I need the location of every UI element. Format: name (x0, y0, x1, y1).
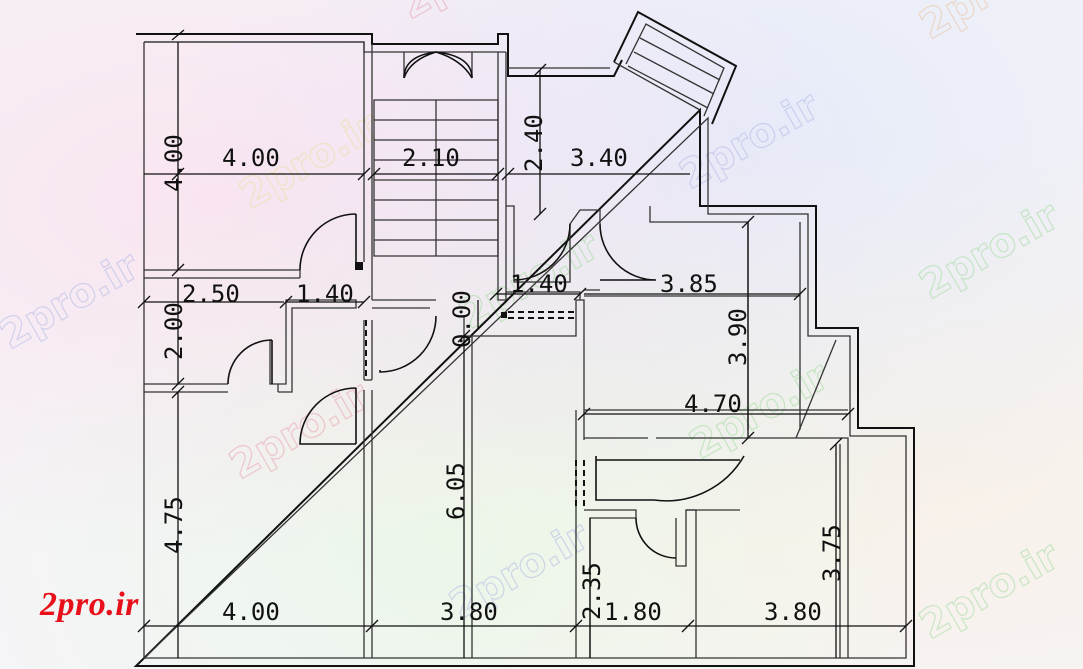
watermark: 2pro.ir (222, 373, 377, 489)
dim-room-se-depth: 3.75 (818, 524, 846, 582)
dim-bath-depth: 2.00 (160, 302, 188, 360)
watermark: 2pro.ir (0, 243, 147, 359)
interior-walls (144, 41, 849, 658)
dim-bedroom-e-width: 3.85 (660, 270, 718, 298)
dim-bath-width: 2.50 (182, 280, 240, 308)
dim-room-nw-width: 4.00 (222, 144, 280, 172)
dim-wc-width: 1.80 (604, 598, 662, 626)
dimension-lines (137, 29, 913, 658)
dim-room-se-width: 3.80 (764, 598, 822, 626)
dim-hall-depth: 6.05 (442, 462, 470, 520)
dim-landing-depth: 0.00 (448, 290, 476, 348)
watermark: 2pro.ir (912, 0, 1067, 49)
dim-stair-width: 2.10 (402, 144, 460, 172)
site-logo: 2pro.ir (40, 586, 139, 623)
watermark: 2pro.ir (912, 533, 1067, 649)
dim-hall-width: 3.80 (440, 598, 498, 626)
dim-bedroom-e-depth: 3.90 (724, 308, 752, 366)
dim-balcony-depth: 2.40 (520, 114, 548, 172)
dim-toilet-width: 1.40 (296, 280, 354, 308)
dim-wc-depth: 2.35 (578, 562, 606, 620)
watermark: 2pro.ir (392, 0, 547, 29)
watermark: 2pro.ir (672, 83, 827, 199)
dim-room-sw-depth: 4.75 (160, 496, 188, 554)
watermark: 2pro.ir (912, 193, 1067, 309)
dimension-labels: 4.00 4.00 2.10 2.40 3.40 2.50 2.00 1.40 … (160, 114, 846, 626)
dim-room-sw-width: 4.00 (222, 598, 280, 626)
dim-corridor-width: 4.70 (684, 390, 742, 418)
dim-closet-width: 1.40 (510, 270, 568, 298)
stair-treads (374, 119, 498, 241)
doors (227, 51, 745, 559)
dim-room-ne-width: 3.40 (570, 144, 628, 172)
dim-room-nw-depth: 4.00 (160, 134, 188, 192)
door-jamb (355, 262, 363, 270)
door-jamb (501, 312, 507, 318)
balcony (613, 10, 738, 125)
